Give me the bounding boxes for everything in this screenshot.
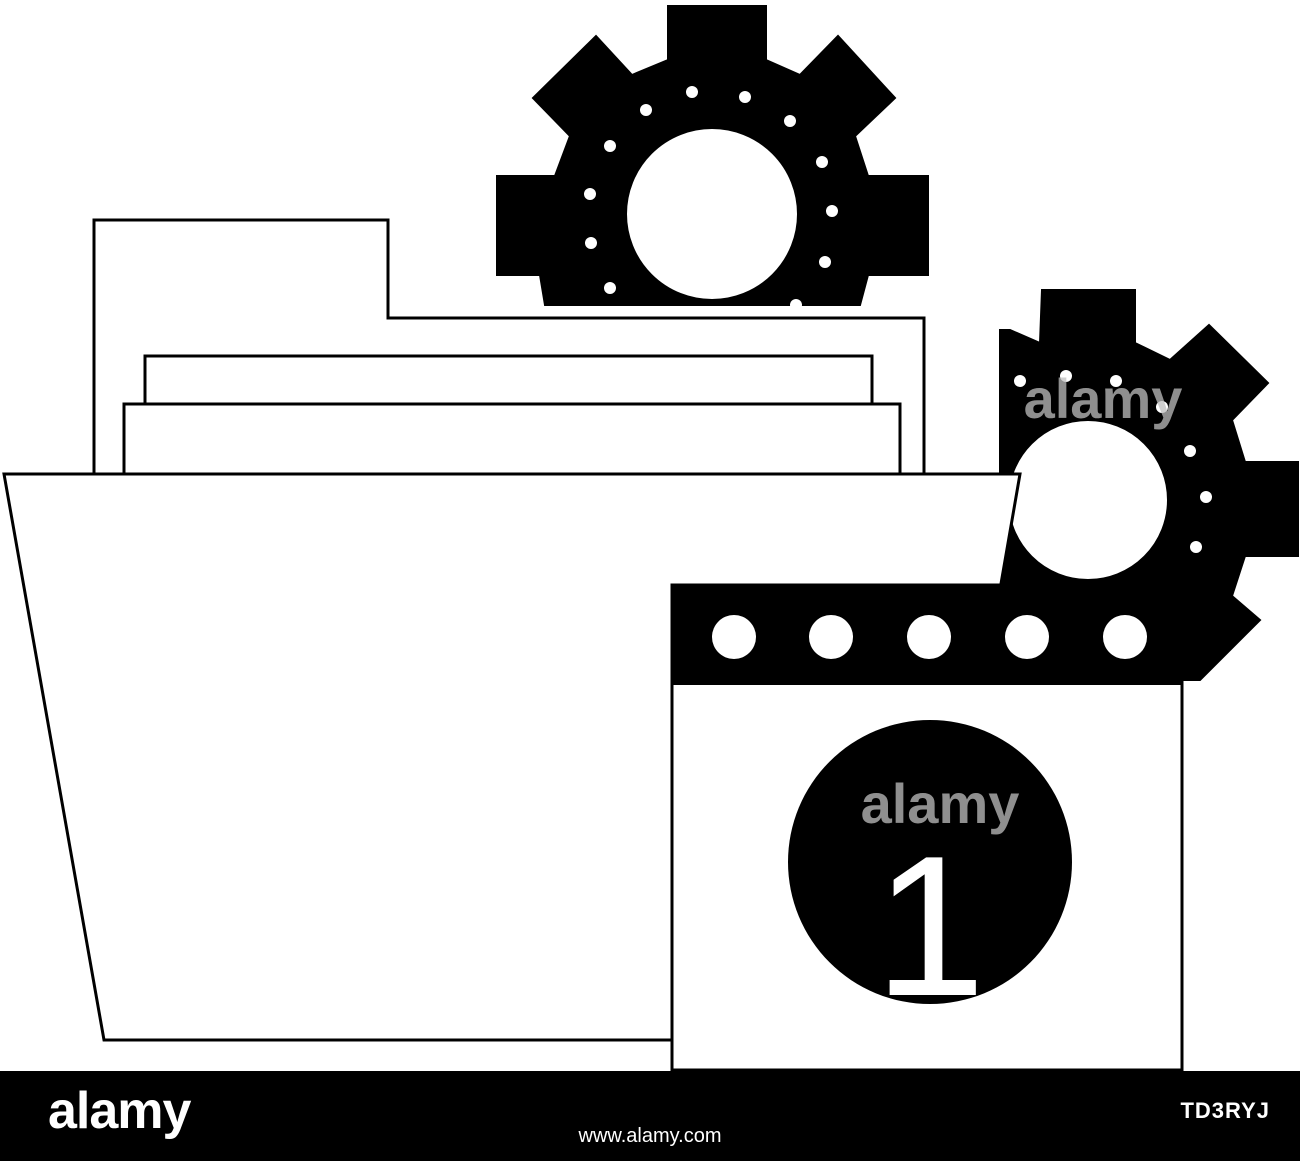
watermark-text-center: alamy (861, 772, 1020, 835)
large-gear-dots (584, 86, 838, 311)
footer-logo: alamy (48, 1082, 191, 1140)
calendar-icon: 1 (670, 583, 1184, 1072)
footer-image-id: TD3RYJ (1180, 1098, 1270, 1123)
calendar-day-circle (788, 720, 1072, 1004)
footer-url[interactable]: www.alamy.com (578, 1125, 722, 1147)
watermark: alamy alamy (861, 367, 1183, 835)
calendar-day-number: 1 (874, 815, 985, 1038)
small-gear-icon (980, 289, 1299, 681)
calendar-binder-rings (712, 615, 1147, 659)
watermark-text-top: alamy (1024, 367, 1183, 430)
large-gear-icon (496, 5, 929, 311)
footer-bar (0, 1071, 1300, 1161)
small-gear-dots (980, 370, 1212, 553)
folder-paper-front (122, 402, 902, 478)
